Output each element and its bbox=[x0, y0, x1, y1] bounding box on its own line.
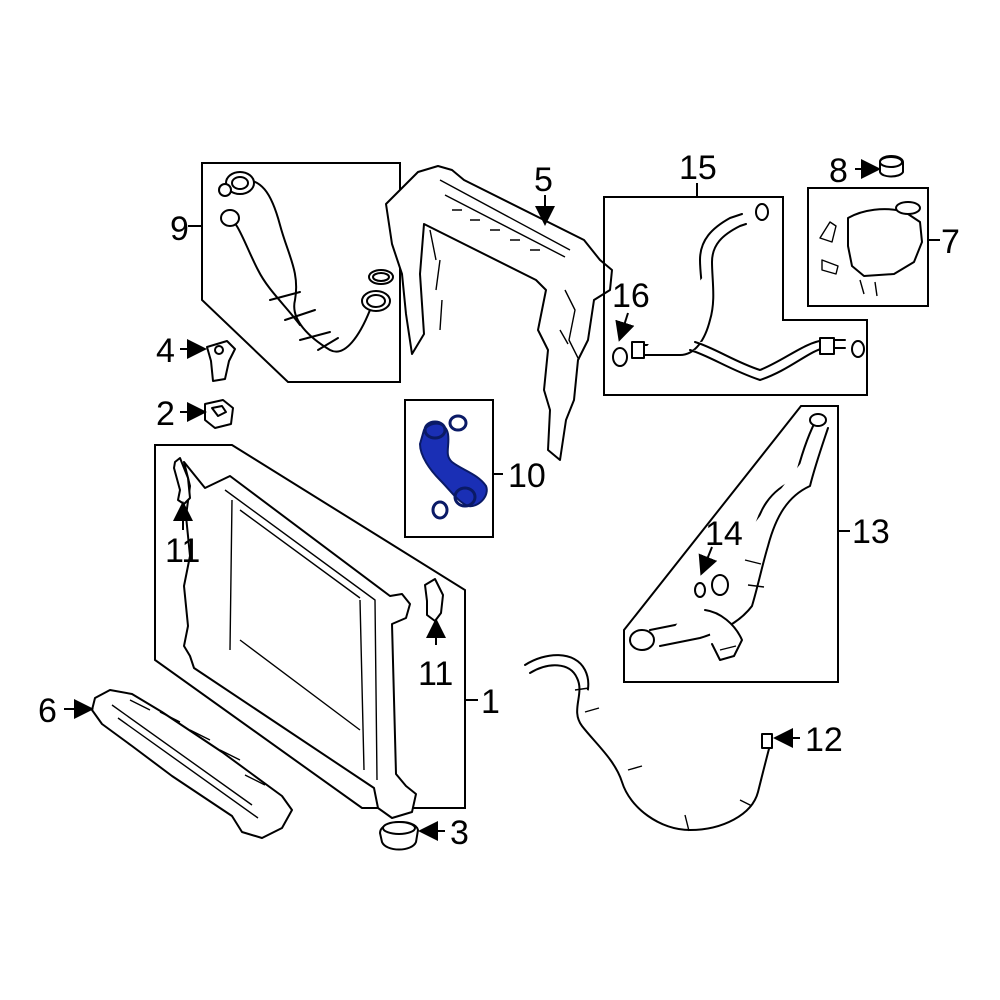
callout-11b: 11 bbox=[418, 655, 453, 693]
air-guide-group-6[interactable]: 6 bbox=[38, 689, 293, 839]
bracket-group-11a[interactable]: 11 bbox=[165, 457, 200, 570]
callout-9: 9 bbox=[170, 210, 189, 248]
callout-11a: 11 bbox=[165, 532, 200, 570]
bushing-group-2[interactable]: 2 bbox=[156, 395, 234, 433]
long-hose-group-12[interactable]: 12 bbox=[524, 654, 843, 832]
callout-16: 16 bbox=[612, 277, 650, 315]
support-bracket-group-5[interactable]: 5 bbox=[385, 161, 613, 461]
callout-2: 2 bbox=[156, 395, 175, 433]
reservoir-group-7[interactable]: 7 bbox=[807, 187, 960, 307]
lower-hose-group-13[interactable]: 13 14 bbox=[623, 405, 890, 683]
box-10-outline bbox=[404, 399, 494, 538]
callout-7: 7 bbox=[941, 223, 960, 261]
callout-10: 10 bbox=[508, 457, 546, 495]
callout-13: 13 bbox=[852, 513, 890, 551]
box-7-outline bbox=[807, 187, 929, 307]
box-9-outline bbox=[201, 162, 401, 383]
radiator-group-1[interactable]: 1 bbox=[154, 444, 500, 819]
callout-3: 3 bbox=[450, 814, 469, 852]
callout-15: 15 bbox=[679, 149, 717, 187]
callout-1: 1 bbox=[481, 683, 500, 721]
box-13-outline bbox=[623, 405, 839, 683]
callout-4: 4 bbox=[156, 332, 175, 370]
callout-5: 5 bbox=[534, 161, 553, 199]
callout-8: 8 bbox=[829, 152, 848, 190]
upper-hose-group-9[interactable]: 9 bbox=[170, 162, 401, 383]
hose-group-15[interactable]: 15 16 bbox=[603, 149, 868, 396]
clip-group-4[interactable]: 4 bbox=[156, 332, 236, 382]
highlighted-hose-group-10[interactable]: 10 bbox=[404, 399, 546, 538]
box-15-outline bbox=[603, 196, 868, 396]
bracket-group-11b[interactable]: 11 bbox=[418, 578, 453, 693]
cap-group-3[interactable]: 3 bbox=[379, 814, 469, 852]
reservoir-cap-group-8[interactable]: 8 bbox=[829, 152, 904, 190]
callout-14: 14 bbox=[705, 515, 743, 553]
callout-6: 6 bbox=[38, 692, 57, 730]
box-1-outline bbox=[154, 444, 466, 809]
callout-12: 12 bbox=[805, 721, 843, 759]
